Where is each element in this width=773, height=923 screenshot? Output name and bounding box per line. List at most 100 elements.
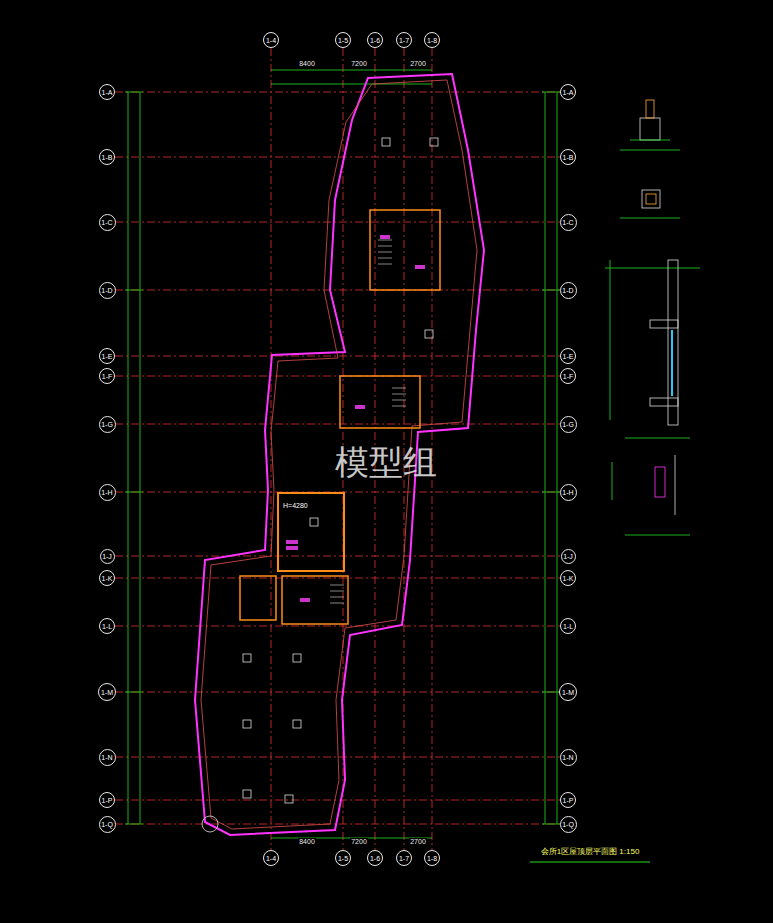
axis-bubble: 1-J <box>100 549 115 564</box>
axis-bubble: 1-7 <box>396 32 412 48</box>
axis-bubble: 1-E <box>99 348 115 364</box>
axis-bubble: 1-G <box>560 416 577 433</box>
axis-label: 1-N <box>562 754 573 761</box>
axis-bubble: 1-H <box>560 484 577 501</box>
axis-bubble: 1-C <box>99 214 116 231</box>
roof-vents <box>202 138 438 832</box>
watermark: 模型组 <box>335 445 437 479</box>
roof-outline <box>195 74 484 835</box>
axis-bubble: 1-B <box>560 149 576 165</box>
axis-label: 1-4 <box>266 37 276 44</box>
axis-bubble: 1-P <box>99 792 115 808</box>
axis-bubble: 1-B <box>99 149 115 165</box>
axis-bubble: 1-5 <box>335 32 351 48</box>
axis-bubble: 1-Q <box>99 816 116 833</box>
axis-label: H=4280 <box>282 502 309 509</box>
equipment-marks <box>286 235 425 602</box>
axis-label: 1-C <box>101 219 112 226</box>
axis-label: 1-H <box>101 489 112 496</box>
axis-label: 1-J <box>563 553 573 560</box>
axis-label: 1-N <box>101 754 112 761</box>
dimension: 7200 <box>350 60 368 67</box>
axis-label: 1-7 <box>399 855 409 862</box>
dimension-lines <box>125 70 560 838</box>
axis-bubble: 1-6 <box>367 32 383 48</box>
dimension: 2700 <box>409 838 427 845</box>
axis-label: 1-5 <box>338 37 348 44</box>
axis-bubble: 1-7 <box>396 850 412 866</box>
axis-bubble: 1-N <box>99 749 116 766</box>
grid-lines <box>115 48 560 850</box>
axis-bubble: 1-H <box>99 484 116 501</box>
axis-label: 1-6 <box>370 855 380 862</box>
axis-bubble: 1-J <box>561 549 576 564</box>
axis-label: 1-J <box>102 553 112 560</box>
dimension: 7200 <box>350 838 368 845</box>
axis-bubble: 1-5 <box>335 850 351 866</box>
axis-bubble: 1-Q <box>560 816 577 833</box>
axis-bubble: 1-F <box>99 368 115 384</box>
axis-label: 1-8 <box>427 855 437 862</box>
axis-label: 1-7 <box>399 37 409 44</box>
axis-bubble: 1-4 <box>263 850 279 866</box>
axis-bubble: 1-M <box>98 683 116 701</box>
axis-label: 1-M <box>101 689 113 696</box>
axis-bubble: 1-8 <box>424 32 440 48</box>
axis-label: 1-C <box>562 219 573 226</box>
dimension: 8400 <box>298 838 316 845</box>
axis-label: 1-D <box>562 287 573 294</box>
axis-bubble: 1-C <box>560 214 577 231</box>
detail-drawings <box>605 100 700 535</box>
axis-label: 1-F <box>563 373 574 380</box>
drawing-title: 会所1区屋顶层平面图 1:150 <box>540 846 641 857</box>
axis-bubble: 1-K <box>560 570 576 586</box>
axis-label: 1-Q <box>101 821 113 828</box>
axis-label: 1-A <box>102 89 113 96</box>
axis-label: 1-K <box>563 575 574 582</box>
axis-label: 1-L <box>102 623 112 630</box>
parapet-line <box>201 80 477 829</box>
axis-bubble: 1-L <box>560 618 576 634</box>
axis-label: 1-E <box>563 353 574 360</box>
axis-label: 1-F <box>102 373 113 380</box>
axis-bubble: 1-K <box>99 570 115 586</box>
axis-label: 1-8 <box>427 37 437 44</box>
axis-bubble: 1-4 <box>263 32 279 48</box>
axis-bubble: 1-D <box>560 282 577 299</box>
axis-label: 1-K <box>102 575 113 582</box>
axis-bubble: 1-A <box>99 84 115 100</box>
axis-bubble: 1-8 <box>424 850 440 866</box>
axis-label: 1-P <box>102 797 113 804</box>
dimension: 8400 <box>298 60 316 67</box>
axis-label: 1-L <box>563 623 573 630</box>
axis-label: 1-M <box>562 689 574 696</box>
axis-bubble: 1-E <box>560 348 576 364</box>
axis-label: 1-G <box>562 421 574 428</box>
axis-bubble: 1-P <box>560 792 576 808</box>
roof-room-box: H=4280 <box>277 492 345 572</box>
axis-label: 1-B <box>102 154 113 161</box>
axis-bubble: 1-F <box>560 368 576 384</box>
dimension: 2700 <box>409 60 427 67</box>
axis-bubble: 1-L <box>99 618 115 634</box>
title-underline <box>530 862 650 863</box>
axis-label: 1-G <box>101 421 113 428</box>
axis-bubble: 1-G <box>99 416 116 433</box>
stair-rooms <box>240 210 440 624</box>
axis-bubble: 1-M <box>559 683 577 701</box>
axis-label: 1-A <box>563 89 574 96</box>
axis-bubble: 1-N <box>560 749 577 766</box>
axis-label: 1-5 <box>338 855 348 862</box>
axis-bubble: 1-D <box>99 282 116 299</box>
axis-label: 1-6 <box>370 37 380 44</box>
axis-label: 1-E <box>102 353 113 360</box>
axis-label: 1-P <box>563 797 574 804</box>
axis-label: 1-D <box>101 287 112 294</box>
axis-label: 1-H <box>562 489 573 496</box>
stair-treads <box>330 240 406 603</box>
axis-label: 1-4 <box>266 855 276 862</box>
axis-bubble: 1-A <box>560 84 576 100</box>
axis-label: 1-B <box>563 154 574 161</box>
